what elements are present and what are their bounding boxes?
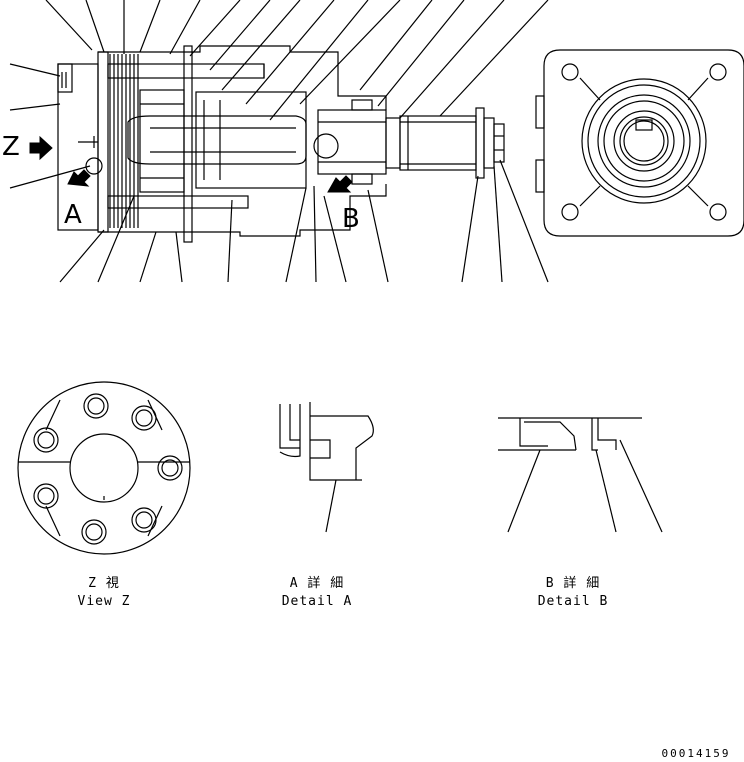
detail-a-arrow bbox=[67, 169, 91, 187]
leader-lines-bottom bbox=[59, 159, 549, 283]
detail-b-arrow bbox=[327, 175, 353, 193]
figure-number: 00014159 bbox=[661, 747, 731, 760]
detail-b-drawing bbox=[498, 417, 663, 533]
detail-b-label: B bbox=[342, 204, 360, 234]
view-z-label: Z bbox=[2, 132, 20, 162]
bolt-circles bbox=[33, 393, 183, 545]
disc-stack bbox=[109, 54, 139, 228]
detail-a-caption-en: Detail A bbox=[281, 594, 353, 609]
side-view bbox=[57, 45, 505, 243]
detail-b-caption-en: Detail B bbox=[537, 594, 609, 609]
detail-a-circle bbox=[85, 157, 103, 175]
end-view bbox=[535, 49, 744, 237]
view-z-caption-en: View Z bbox=[77, 594, 131, 609]
view-z-caption-jp: Z 視 bbox=[88, 576, 120, 591]
leader-lines-top bbox=[9, 0, 549, 189]
detail-a-caption-jp: A 詳 細 bbox=[289, 576, 345, 591]
detail-a-label: A bbox=[64, 200, 82, 230]
view-z-arrow bbox=[29, 135, 53, 161]
detail-b-circle bbox=[313, 133, 339, 159]
detail-a-drawing bbox=[279, 402, 374, 533]
detail-b-caption-jp: B 詳 細 bbox=[545, 576, 601, 591]
view-z-drawing bbox=[17, 381, 191, 555]
